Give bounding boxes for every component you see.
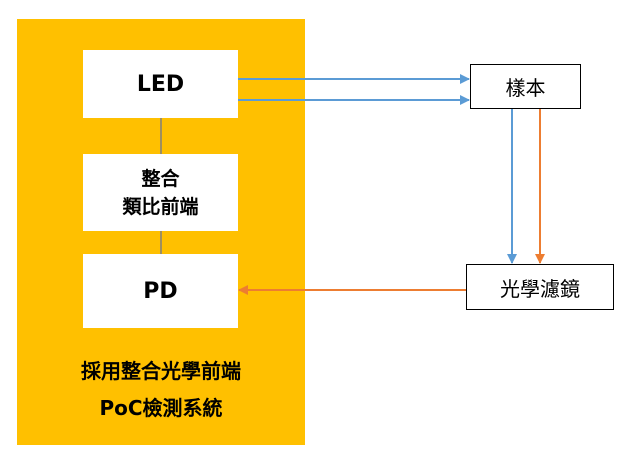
system-caption-line2: PoC檢測系統 bbox=[99, 396, 223, 420]
system-caption-line1: 採用整合光學前端 bbox=[81, 359, 241, 383]
afe-label-line1: 整合 bbox=[141, 167, 180, 190]
led-block: LED bbox=[83, 50, 238, 118]
photodiode-block: PD bbox=[83, 254, 238, 328]
sample-label: 樣本 bbox=[505, 76, 546, 100]
afe-label-line2: 類比前端 bbox=[122, 195, 199, 218]
analog-front-end-block: 整合 類比前端 bbox=[83, 154, 238, 231]
pd-label: PD bbox=[143, 278, 178, 304]
optical-filter-block: 光學濾鏡 bbox=[466, 264, 614, 310]
led-label: LED bbox=[136, 71, 185, 97]
sample-block: 樣本 bbox=[470, 64, 581, 109]
filter-label: 光學濾鏡 bbox=[500, 276, 580, 301]
